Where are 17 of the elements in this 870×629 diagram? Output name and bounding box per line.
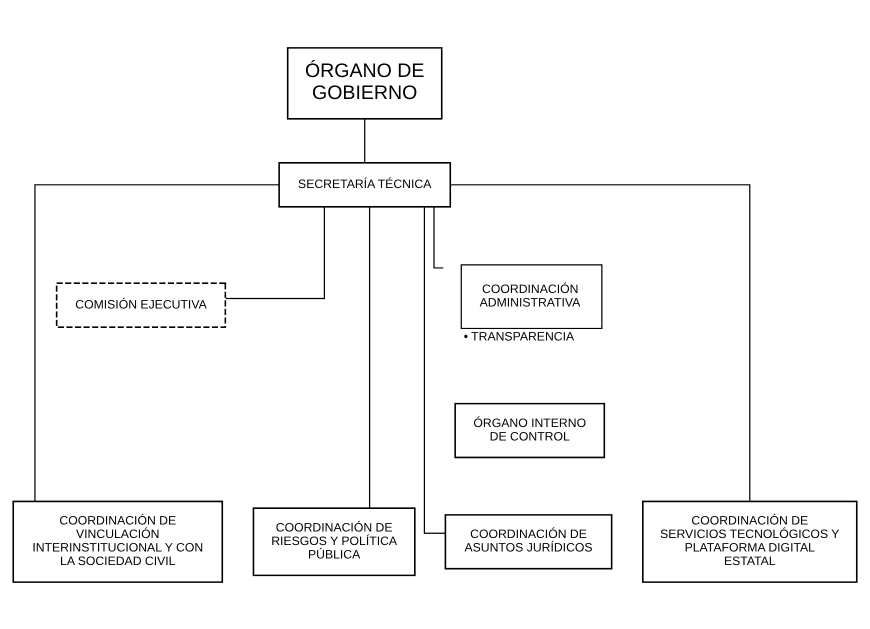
- node-box: ÓRGANO DE GOBIERNO: [286, 46, 443, 120]
- connector: [226, 206, 325, 299]
- node-box: COORDINACIÓN DE VINCULACIÓN INTERINSTITUCIONAL Y CON LA SOCIEDAD CIVIL: [12, 500, 224, 582]
- connector: [450, 184, 750, 501]
- node-box: COORDINACIÓN DE SERVICIOS TECNOLÓGICOS Y PLATAFORMA DIGITAL ESTATAL: [642, 500, 858, 582]
- connector: [369, 206, 370, 508]
- node-box: COMISIÓN EJECUTIVA: [56, 282, 226, 328]
- connector: [433, 206, 444, 268]
- connector: [424, 206, 445, 534]
- node-box: COORDINACIÓN ADMINISTRATIVA: [460, 264, 602, 329]
- node-label: • TRANSPARENCIA: [464, 329, 574, 344]
- node-box: SECRETARÍA TÉCNICA: [278, 162, 452, 208]
- connector: [34, 184, 279, 501]
- connector: [364, 118, 366, 162]
- node-box: ÓRGANO INTERNO DE CONTROL: [454, 402, 606, 458]
- node-box: COORDINACIÓN DE ASUNTOS JURÍDICOS: [444, 514, 612, 569]
- node-box: COORDINACIÓN DE RIESGOS Y POLÍTICA PÚBLICA: [252, 506, 416, 576]
